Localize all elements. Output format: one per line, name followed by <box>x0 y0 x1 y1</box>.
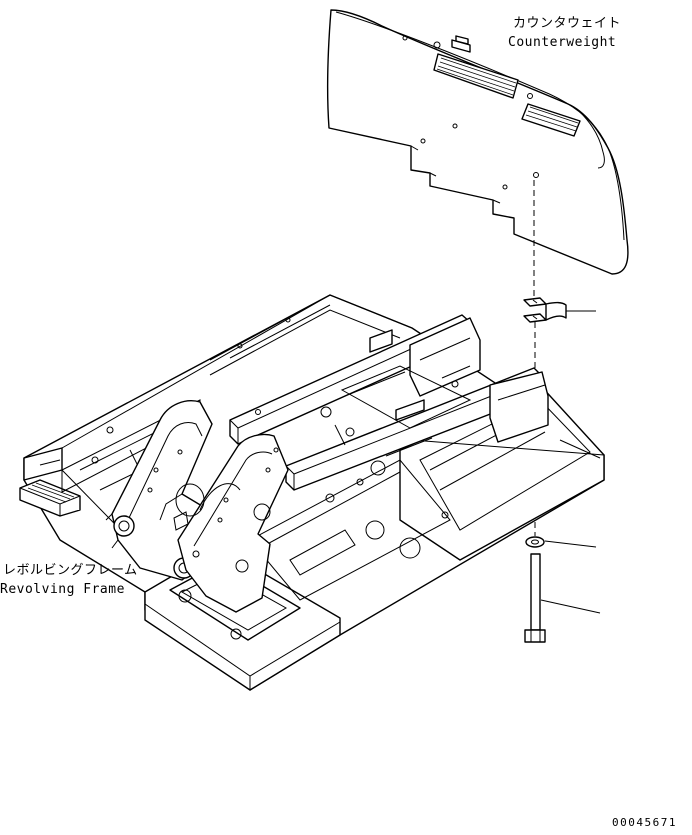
washer-part <box>525 536 597 548</box>
revolving-frame-label-en: Revolving Frame <box>0 582 125 597</box>
bolt-part <box>524 553 601 643</box>
revolving-frame-part <box>19 294 605 691</box>
shim-part <box>523 297 596 323</box>
counterweight-label-jp: カウンタウェイト <box>513 16 622 31</box>
revolving-frame-label-jp: レボルビングフレーム <box>3 563 138 578</box>
figure-number: 00045671 <box>612 816 677 829</box>
counterweight-label-en: Counterweight <box>508 35 617 50</box>
counterweight-part <box>327 9 629 275</box>
